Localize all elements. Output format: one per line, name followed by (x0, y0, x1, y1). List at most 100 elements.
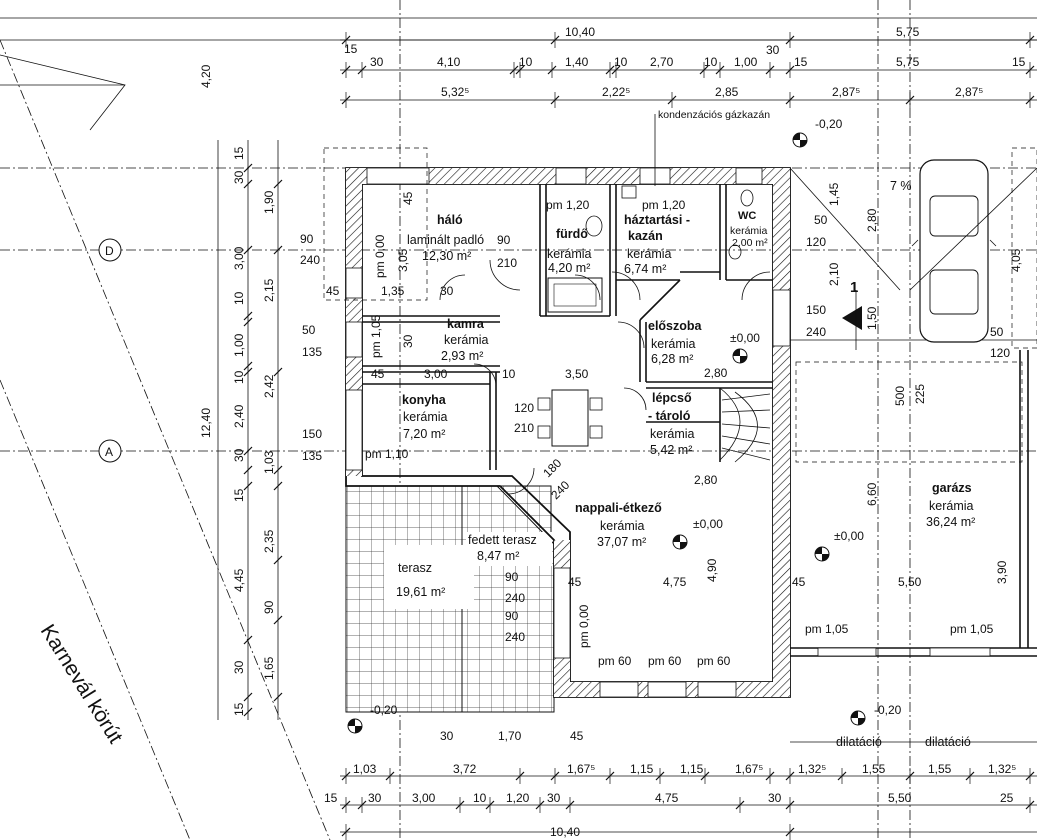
room-wc-name: WC (738, 210, 756, 222)
dim-bot1-g: 1,32⁵ (798, 762, 826, 776)
level-marker-icon (800, 140, 807, 147)
sill-60c: pm 60 (697, 654, 731, 668)
dim-halo-30: 30 (440, 284, 454, 298)
dim-left-215: 2,15 (262, 278, 276, 302)
room-eloszoba-name: előszoba (648, 319, 703, 333)
level-bottom: -0,20 (874, 703, 902, 717)
dim-tick (273, 179, 283, 189)
room-haztartasi-area: 6,74 m² (624, 262, 666, 276)
dim-top-30: 30 (370, 55, 384, 69)
boiler-icon (621, 185, 637, 199)
dim-bot2-e: 1,20 (506, 791, 530, 805)
top-dimensions (340, 32, 1037, 108)
room-lepcso-name1: lépcső (652, 391, 692, 405)
room-halo-floor: laminált padló (407, 233, 484, 247)
axis-label-d: D (105, 244, 114, 258)
section-arrow-icon (842, 306, 862, 330)
north-arrow-icon (0, 54, 126, 131)
dim-nap-490: 4,90 (705, 558, 719, 582)
room-fedett-area: 8,47 m² (477, 549, 519, 563)
covered-terrace-label-bg (466, 532, 552, 566)
door-terasz2-w: 90 (505, 609, 519, 623)
room-kamra-name: kamra (447, 317, 485, 331)
dining-table (537, 389, 603, 447)
dim-bot2-g: 4,75 (655, 791, 679, 805)
street-line-2 (0, 379, 191, 840)
dim-nap-475: 4,75 (663, 575, 687, 589)
sill-nappali: pm 0,00 (577, 604, 591, 648)
dim-tick (243, 245, 253, 255)
dim-gar-150: 1,50 (865, 306, 879, 330)
dim-bot1-c: 1,67⁵ (567, 762, 595, 776)
dim-left-30b: 30 (232, 448, 246, 462)
room-konyha-name: konyha (402, 393, 447, 407)
room-lepcso-area: 5,42 m² (650, 443, 692, 457)
level-marker-icon (815, 547, 822, 554)
dim-gar-210: 2,10 (827, 262, 841, 286)
terrace-label-bg (384, 545, 474, 609)
sill-kamra: pm 1,05 (369, 314, 383, 358)
dim-left-1240: 12,40 (199, 408, 213, 438)
dim-konyha-300: 3,00 (424, 367, 448, 381)
room-lepcso-name2: - tároló (648, 409, 691, 423)
dim-top-410: 4,10 (437, 55, 461, 69)
toilet-icon (740, 189, 754, 207)
room-garazs-area: 36,24 m² (926, 515, 975, 529)
dim-tick (273, 367, 283, 377)
dim-gar-390: 3,90 (995, 560, 1009, 584)
garage-walls (790, 339, 1037, 657)
dim-tick (243, 465, 253, 475)
dim-bot1-d: 1,15 (630, 762, 654, 776)
dim-nap-45: 45 (568, 575, 582, 589)
street-name: Karnevál körút (36, 620, 127, 747)
dim-tick (273, 692, 283, 702)
room-furdo-area: 4,20 m² (548, 261, 590, 275)
dim-top-15b: 15 (794, 55, 808, 69)
level-marker-icon (673, 535, 680, 542)
door-terasz2-h: 240 (505, 630, 525, 644)
level-marker-icon (680, 542, 687, 549)
dim-top-total-right: 5,75 (896, 25, 920, 39)
dim-top-140: 1,40 (565, 55, 589, 69)
room-konyha-floor: kerámia (403, 410, 448, 424)
dim-top-10c: 10 (704, 55, 718, 69)
dim-left-15: 15 (232, 146, 246, 160)
dim-gar-550: 5,50 (898, 575, 922, 589)
dim-halo-45: 45 (401, 191, 415, 205)
door-halo-w: 90 (497, 233, 511, 247)
sill-gar1: pm 1,05 (805, 622, 849, 636)
dilatacio-label-1: dilatáció (836, 735, 882, 749)
dim-gar-45: 45 (792, 575, 806, 589)
room-furdo-name: fürdő (556, 227, 588, 241)
room-halo-area: 12,30 m² (422, 249, 471, 263)
room-eloszoba-floor: kerámia (651, 337, 696, 351)
room-terasz-name: terasz (398, 561, 432, 575)
dim-bot2-b: 30 (368, 791, 382, 805)
dim-tick (243, 707, 253, 717)
dim-hall-280: 2,80 (704, 366, 728, 380)
axis-marker-a (98, 439, 122, 463)
dim-tick (243, 367, 253, 377)
dim-left-420: 4,20 (199, 64, 213, 88)
win-wc-h: 120 (806, 235, 826, 249)
axis-marker-d (98, 238, 122, 262)
win-wc-w: 50 (814, 213, 828, 227)
room-haztartasi-floor: kerámia (627, 247, 672, 261)
dim-left-15b: 15 (232, 488, 246, 502)
room-haztartasi-name1: háztartási - (624, 213, 690, 227)
win-konyha-h: 135 (302, 449, 322, 463)
dim-gar-225: 225 (913, 384, 927, 404)
dim-bot1-f: 1,67⁵ (735, 762, 763, 776)
dim-tick (273, 465, 283, 475)
room-wc-area: 2,00 m² (732, 237, 768, 249)
dim-left-445: 4,45 (232, 568, 246, 592)
dim-left2-165: 1,65 (262, 656, 276, 680)
dim-halo-45b: 45 (326, 284, 340, 298)
dim-bot2-d: 10 (473, 791, 487, 805)
dim-tick (273, 555, 283, 565)
dim-bot-170: 1,70 (498, 729, 522, 743)
room-konyha-area: 7,20 m² (403, 427, 445, 441)
basin-icon (585, 215, 603, 237)
dim-bot1-a: 1,03 (353, 762, 377, 776)
section-number: 1 (850, 279, 858, 296)
